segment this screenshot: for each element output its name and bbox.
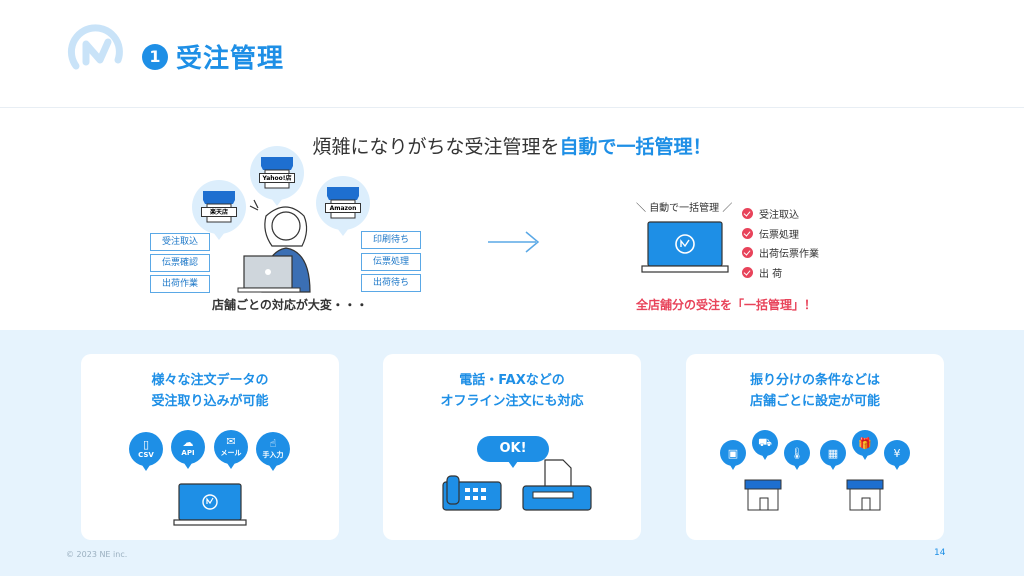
card-title: 振り分けの条件などは 店舗ごとに設定が可能 [686,370,944,412]
tag-left-0: 受注取込 [150,233,210,251]
headline-text: 煩雑になりがちな受注管理を [312,136,560,158]
card-title-line2: オフライン注文にも対応 [440,394,584,409]
contact-icon: ▣ [720,440,746,470]
laptop-icon [173,483,247,526]
amazon-shop-bubble: Amazon [316,176,370,236]
check-item: 出 荷 [742,263,819,283]
check-item-label: 出荷伝票作業 [759,249,819,261]
tag-left-1: 伝票確認 [150,254,210,272]
rakuten-shop-bubble: 楽天店 [192,180,246,240]
slide-header: 1 受注管理 [0,0,1024,108]
tag-right-2: 出荷待ち [361,274,421,292]
stressed-worker-illustration [237,199,311,293]
truck-icon: ⛟ [752,430,778,460]
check-item: 出荷伝票作業 [742,243,819,263]
arrow-right-icon [488,231,540,253]
thermometer-icon: 🌡 [784,440,810,470]
card-title-line1: 様々な注文データの [151,373,269,388]
headline-highlight: 自動で一括管理！ [559,136,712,158]
store-icon [846,479,884,511]
card-title-line1: 電話・FAXなどの [459,373,565,388]
feature-card-rules: 振り分けの条件などは 店舗ごとに設定が可能 ▣ ⛟ 🌡 ▦ 🎁 ¥ [686,354,944,540]
features-band: 様々な注文データの 受注取り込みが可能 ▯CSV ☁API ✉メール ☝手入力 … [0,330,1024,576]
ok-bubble: OK! [477,436,549,468]
csv-icon: ▯CSV [129,432,163,471]
headline: 煩雑になりがちな受注管理を自動で一括管理！ [0,132,1024,159]
hand-icon: ☝手入力 [256,432,290,471]
auto-manage-label: ＼ 自動で一括管理 ／ [636,203,733,214]
hand-label: 手入力 [262,451,284,459]
check-list: 受注取込 伝票処理 出荷伝票作業 出 荷 [742,204,819,282]
after-caption: 全店舗分の受注を「一括管理」！ [636,298,817,312]
tag-right-0: 印刷待ち [361,231,421,249]
mail-label: メール [220,449,242,457]
phone-icon [442,475,502,511]
fax-icon [522,459,592,511]
check-item-label: 受注取込 [759,210,799,222]
page-number: 14 [934,548,946,558]
before-caption: 店舗ごとの対応が大変・・・ [212,298,368,312]
card-title-line1: 振り分けの条件などは [749,373,880,388]
auto-manage-text: 自動で一括管理 [649,203,720,214]
company-logo [67,24,123,70]
check-item-label: 出 荷 [759,268,783,280]
mail-icon: ✉メール [214,430,248,469]
card-title-line2: 店舗ごとに設定が可能 [749,394,880,409]
section-number-badge: 1 [142,43,168,70]
check-icon [742,208,753,220]
card-title: 様々な注文データの 受注取り込みが可能 [81,370,339,412]
yen-icon: ¥ [884,440,910,470]
laptop-icon [641,221,729,273]
shop-label-yahoo: Yahoo!店 [259,173,295,183]
shop-label-rakuten: 楽天店 [201,207,237,217]
check-icon [742,227,753,239]
card-title-line2: 受注取り込みが可能 [151,394,269,409]
api-label: API [181,449,195,457]
check-item: 伝票処理 [742,224,819,244]
yahoo-shop-bubble: Yahoo!店 [250,146,304,206]
tag-right-1: 伝票処理 [361,253,421,271]
gift-icon: 🎁 [852,430,878,460]
package-icon: ▦ [820,440,846,470]
check-item: 受注取込 [742,204,819,224]
api-icon: ☁API [171,430,205,469]
feature-card-offline: 電話・FAXなどの オフライン注文にも対応 OK! [383,354,641,540]
tag-left-2: 出荷作業 [150,275,210,293]
title-text: 受注管理 [176,44,285,74]
check-icon [742,266,753,278]
copyright: © 2023 NE inc. [66,550,128,559]
store-icon [744,479,782,511]
feature-card-import: 様々な注文データの 受注取り込みが可能 ▯CSV ☁API ✉メール ☝手入力 [81,354,339,540]
check-icon [742,247,753,259]
page-title: 1 受注管理 [142,38,284,75]
check-item-label: 伝票処理 [759,229,799,241]
card-title: 電話・FAXなどの オフライン注文にも対応 [383,370,641,412]
csv-label: CSV [138,451,154,459]
shop-label-amazon: Amazon [325,203,361,213]
